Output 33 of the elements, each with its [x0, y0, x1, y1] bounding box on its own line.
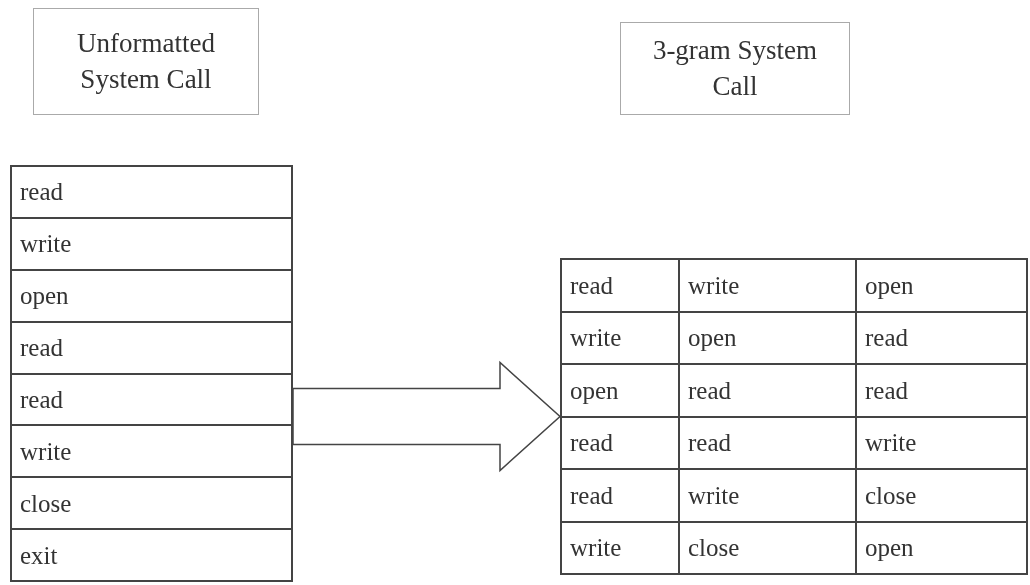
table-cell: read [11, 373, 292, 426]
table-cell: read [856, 364, 1027, 417]
table-cell: write [11, 425, 292, 478]
table-cell: close [11, 477, 292, 530]
table-cell: write [11, 217, 292, 270]
table-cell: write [561, 521, 679, 574]
table [560, 258, 1028, 575]
table-cell: read [11, 321, 292, 374]
table-cell: close [679, 521, 856, 574]
table-cell: open [11, 269, 292, 322]
title-box [620, 22, 850, 115]
table-cell: close [856, 469, 1027, 522]
table-cell: write [856, 416, 1027, 469]
title-box [33, 8, 259, 115]
table-cell: write [561, 311, 679, 364]
table-cell: open [679, 311, 856, 364]
table-cell: write [679, 469, 856, 522]
table-cell: write [679, 259, 856, 312]
title-text: Unformatted System Call [76, 27, 216, 96]
table-cell: read [561, 416, 679, 469]
table-cell: read [561, 259, 679, 312]
table-cell: exit [11, 529, 292, 581]
title-text: 3-gram System Call [651, 34, 819, 103]
table-cell: open [561, 364, 679, 417]
table-cell: read [561, 469, 679, 522]
table [10, 165, 293, 582]
table-cell: open [856, 521, 1027, 574]
table-cell: read [679, 416, 856, 469]
table-cell: read [11, 166, 292, 218]
table-cell: read [679, 364, 856, 417]
table-cell: open [856, 259, 1027, 312]
block-arrow [292, 360, 562, 473]
table-cell: read [856, 311, 1027, 364]
